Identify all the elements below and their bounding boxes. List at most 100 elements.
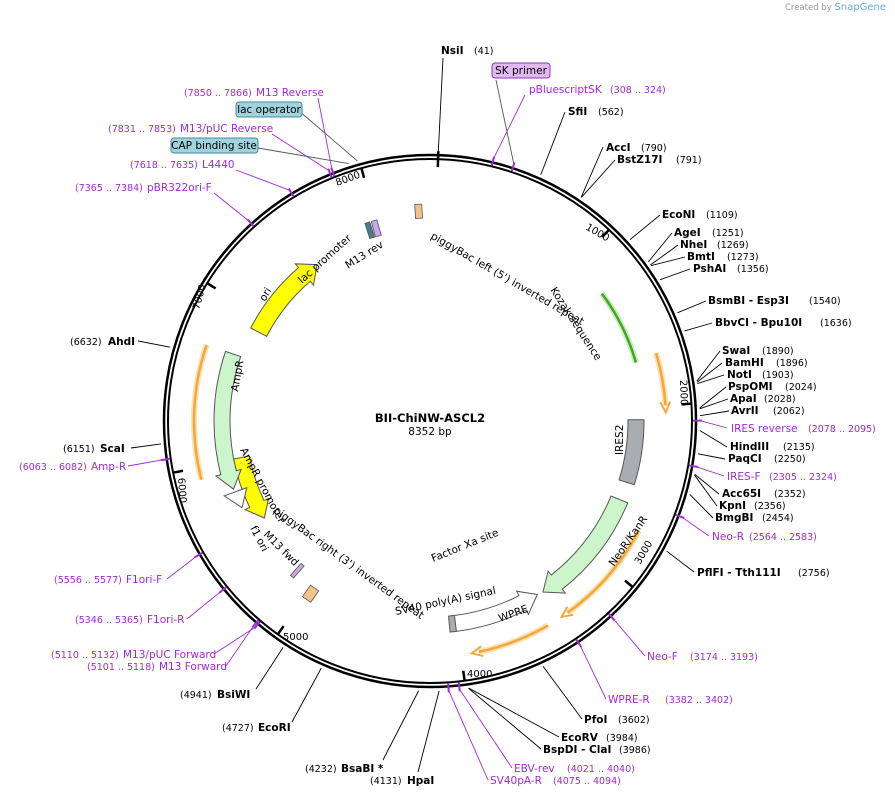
enzyme-paqci[interactable]: PaqCI [728, 453, 762, 465]
leader-18 [697, 453, 726, 460]
enzyme-bmti[interactable]: BmtI [687, 251, 715, 263]
lac-operator-box[interactable] [235, 101, 303, 118]
enzyme-scai[interactable]: ScaI [100, 443, 125, 455]
sk-primer-label: SK primer [495, 65, 547, 77]
primer-f1ori-r[interactable]: F1ori-R [147, 614, 184, 626]
enzyme-econi[interactable]: EcoNI [662, 209, 695, 221]
tick-1000 [601, 228, 610, 238]
cap-binding-site-label: CAP binding site [171, 140, 257, 152]
leader-5 [647, 232, 673, 263]
neor-arrow [542, 495, 629, 594]
enzyme-agei[interactable]: AgeI [674, 227, 701, 239]
enzyme-bspdi-clai-pos: (3986) [619, 745, 651, 756]
primer-tick-13 [251, 619, 260, 628]
tick-3000 [624, 579, 634, 588]
primer-pbr322ori-f[interactable]: pBR322ori-F [147, 182, 212, 194]
enzyme-ecori[interactable]: EcoRI [258, 722, 291, 734]
enzyme-avrii[interactable]: AvrII [731, 405, 759, 417]
enzyme-acci[interactable]: AccI [606, 142, 630, 154]
primer-neo-r[interactable]: Neo-R [712, 531, 744, 543]
enzyme-pshai[interactable]: PshAI [693, 263, 726, 275]
leader-17 [699, 430, 728, 448]
primer-wpre-r[interactable]: WPRE-R [608, 694, 650, 706]
enzyme-kpni[interactable]: KpnI [719, 500, 746, 512]
enzyme-pfoi[interactable]: PfoI [584, 714, 607, 726]
enzyme-swai[interactable]: SwaI [722, 345, 750, 357]
leader-0 [437, 57, 444, 152]
primer-tick-11 [447, 683, 450, 693]
enzyme-bsmbi-esp3i[interactable]: BsmBI - Esp3I [708, 295, 789, 307]
leader-30 [130, 443, 162, 449]
primer-m13-forward[interactable]: M13 Forward [159, 661, 227, 673]
plasmid-size: 8352 bp [408, 426, 452, 438]
enzyme-bmgbi[interactable]: BmgBI [715, 512, 753, 524]
enzyme-bbvci-bpu10i-pos: (1636) [820, 318, 852, 329]
leader-15 [699, 398, 729, 410]
enzyme-nsii[interactable]: NsiI [441, 45, 464, 57]
enzyme-bspdi-clai[interactable]: BspDI - ClaI [543, 744, 611, 756]
leader-47 [186, 591, 221, 620]
primer-m13-reverse[interactable]: M13 Reverse [256, 87, 324, 99]
enzyme-ecorv[interactable]: EcoRV [561, 732, 599, 744]
primer-pbluescriptsk[interactable]: pBluescriptSK [529, 84, 603, 96]
leader-12 [696, 362, 723, 383]
orf-arc-1 [566, 530, 641, 614]
primer-tick-8 [607, 613, 616, 622]
primer-sv40pa-r[interactable]: SV40pA-R [490, 775, 542, 787]
enzyme-nhei[interactable]: NheI [680, 239, 707, 251]
enzyme-hindiii[interactable]: HindIII [730, 441, 769, 453]
primer-ires-reverse[interactable]: IRES reverse [731, 423, 798, 435]
enzyme-hindiii-pos: (2135) [783, 442, 815, 453]
enzyme-bstz17i[interactable]: BstZ17I [617, 154, 662, 166]
piggybac-right-box [301, 584, 320, 603]
primer-m13-reverse-pos: (7850 .. 7866) [184, 88, 252, 99]
snapgene-logo: SnapGene [834, 2, 886, 13]
lac-operator-label: lac operator [237, 104, 301, 116]
sv40-block [448, 614, 457, 633]
leader-46 [213, 626, 256, 655]
primer-amp-r[interactable]: Amp-R [91, 461, 126, 473]
enzyme-apai[interactable]: ApaI [730, 393, 757, 405]
enzyme-bamhi[interactable]: BamHI [725, 357, 764, 369]
enzyme-noti[interactable]: NotI [727, 369, 752, 381]
primer-m13puc-forward-pos: (5110 .. 5132) [51, 650, 119, 661]
ampr-promoter-arrow [223, 486, 248, 509]
primer-ires-f[interactable]: IRES-F [727, 471, 761, 483]
enzyme-hpai-pos: (4131) [370, 776, 402, 787]
leader-22 [666, 550, 695, 573]
enzyme-hpai[interactable]: HpaI [407, 775, 434, 787]
piggybac-left-box [414, 203, 423, 219]
orf-head-0 [659, 401, 672, 415]
tick-label-3000: 3000 [633, 539, 655, 567]
enzyme-bsabi[interactable]: BsaBI * [341, 763, 384, 775]
enzyme-bbvci-bpu10i[interactable]: BbvCI - Bpu10I [715, 317, 802, 329]
primer-f1ori-f[interactable]: F1ori-F [126, 574, 162, 586]
primer-sv40pa-r-pos: (4075 .. 4094) [553, 776, 621, 787]
enzyme-ahdi[interactable]: AhdI [108, 336, 135, 348]
enzyme-pspomi-pos: (2024) [785, 382, 817, 393]
enzyme-sfii[interactable]: SfiI [568, 106, 587, 118]
enzyme-pspomi[interactable]: PspOMI [728, 381, 773, 393]
tick-label-7000: 7000 [191, 283, 209, 310]
primer-neo-f[interactable]: Neo-F [647, 651, 678, 663]
primer-m13puc-reverse[interactable]: M13/pUC Reverse [180, 123, 273, 135]
enzyme-acc65i[interactable]: Acc65I [722, 488, 761, 500]
primer-l4440[interactable]: L4440 [202, 159, 235, 171]
enzyme-acc65i-pos: (2352) [774, 489, 806, 500]
enzyme-apai-pos: (2028) [764, 394, 796, 405]
primer-m13puc-forward[interactable]: M13/pUC Forward [123, 649, 216, 661]
leader-7 [650, 256, 686, 267]
enzyme-pflfi-tth111i[interactable]: PflFI - Tth111I [697, 567, 781, 579]
leader-35 [213, 192, 250, 222]
cap-binding-site-box[interactable] [170, 137, 259, 154]
enzyme-bsiwi[interactable]: BsiWI [217, 689, 250, 701]
enzyme-pfoi-pos: (3602) [618, 715, 650, 726]
tick-6000 [172, 469, 184, 474]
primer-neo-r-pos: (2564 .. 2583) [749, 532, 817, 543]
primer-ebv-rev[interactable]: EBV-rev [514, 763, 555, 775]
leader-31 [137, 340, 171, 348]
sk-primer-box[interactable] [491, 62, 551, 79]
leader-20 [694, 474, 718, 507]
leader-51 [257, 147, 349, 165]
